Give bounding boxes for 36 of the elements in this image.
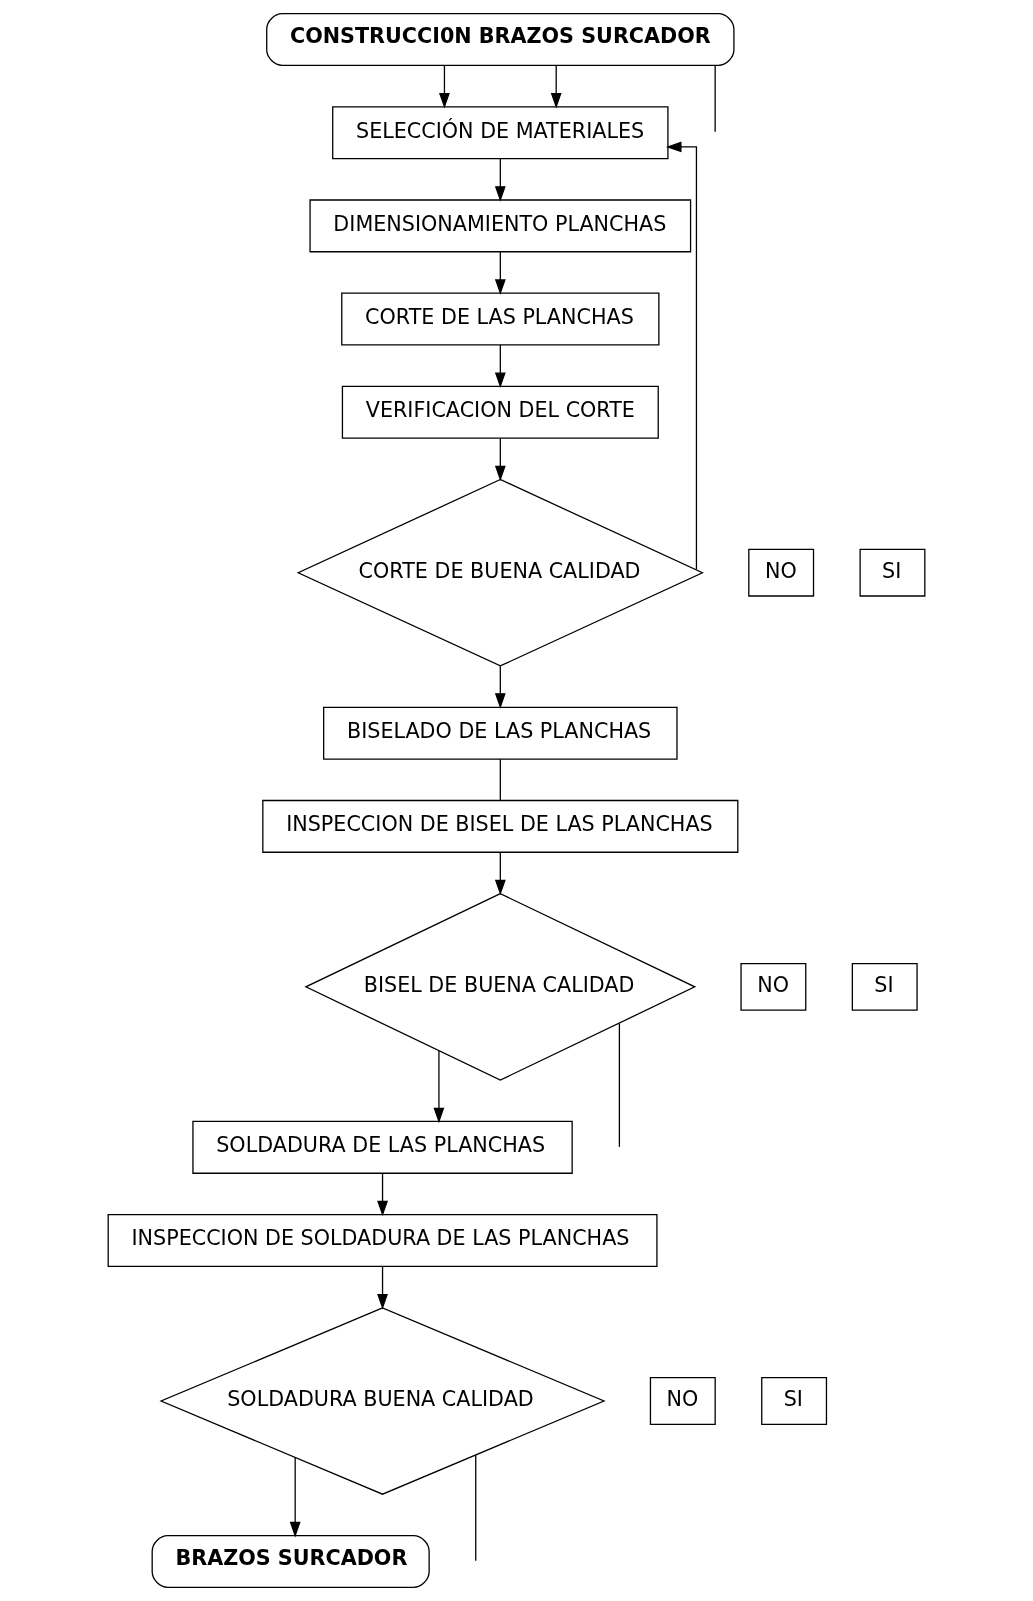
arrow <box>439 64 450 109</box>
node-diamond: SOLDADURA BUENA CALIDAD <box>159 1307 606 1495</box>
node-box: BRAZOS SURCADOR <box>151 1534 430 1589</box>
node-box: INSPECCION DE SOLDADURA DE LAS PLANCHAS <box>107 1214 658 1268</box>
node-box: SI <box>761 1377 828 1425</box>
connector <box>499 758 501 801</box>
node-box: CORTE DE LAS PLANCHAS <box>341 292 660 346</box>
node-box: VERIFICACION DEL CORTE <box>341 385 659 439</box>
arrow <box>494 851 506 896</box>
arrow <box>494 251 506 295</box>
arrow <box>494 437 506 482</box>
node-box: NO <box>748 548 815 597</box>
node-diamond: BISEL DE BUENA CALIDAD <box>304 892 697 1081</box>
arrow <box>494 158 506 202</box>
arrow <box>377 1172 388 1217</box>
arrow <box>377 1266 388 1310</box>
arrow <box>494 665 506 709</box>
node-box: SOLDADURA DE LAS PLANCHAS <box>192 1120 573 1174</box>
node-box: SI <box>859 548 926 597</box>
arrow <box>289 1456 301 1538</box>
node-box: CONSTRUCCI0N BRAZOS SURCADOR <box>266 12 735 67</box>
node-box: DIMENSIONAMIENTO PLANCHAS <box>309 199 692 253</box>
node-box: SELECCIÓN DE MATERIALES <box>332 106 669 160</box>
node-diamond: CORTE DE BUENA CALIDAD <box>296 478 704 667</box>
arrow <box>433 1050 445 1124</box>
node-box: INSPECCION DE BISEL DE LAS PLANCHAS <box>262 799 739 853</box>
arrow <box>666 141 698 571</box>
node-box: NO <box>740 962 807 1011</box>
connector <box>714 64 716 133</box>
node-box: NO <box>649 1377 716 1425</box>
node-box: BISELADO DE LAS PLANCHAS <box>323 706 678 760</box>
node-box: SI <box>851 962 918 1011</box>
arrow <box>494 344 506 389</box>
connector <box>618 1022 621 1148</box>
arrow <box>550 64 562 109</box>
connector <box>475 1454 477 1562</box>
